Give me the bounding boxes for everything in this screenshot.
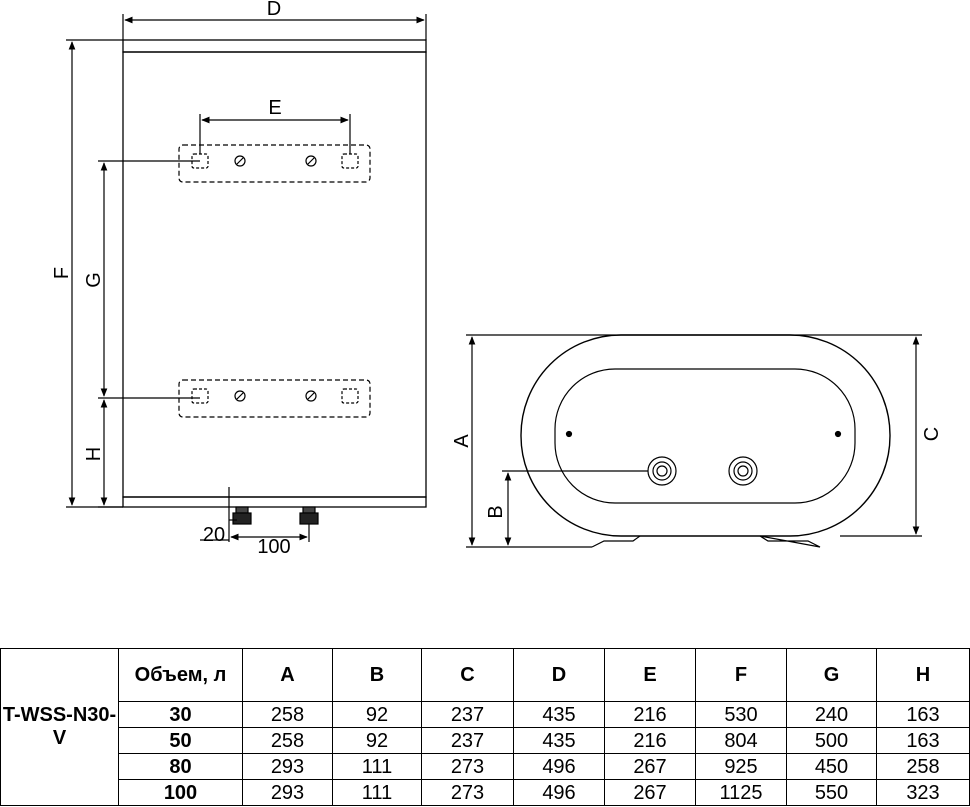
- cell: 293: [242, 753, 333, 780]
- cell: 496: [513, 779, 605, 806]
- dimension-H: [98, 399, 123, 508]
- cell: 550: [786, 779, 877, 806]
- label-E: E: [268, 97, 281, 119]
- dimension-pipe: [200, 487, 310, 542]
- header-C: C: [421, 648, 514, 702]
- cell: 1125: [695, 779, 787, 806]
- tank-outer-shell: [520, 334, 891, 537]
- cell: 804: [695, 727, 787, 754]
- label-D: D: [267, 0, 281, 20]
- cell: 323: [876, 779, 970, 806]
- table-header-row: T-WSS-N30-V Объем, л A B C D E F G H: [0, 648, 970, 806]
- dimensions-table: T-WSS-N30-V Объем, л A B C D E F G H 30 …: [0, 648, 970, 806]
- cell: 273: [421, 779, 514, 806]
- cell: 258: [242, 727, 333, 754]
- label-A: A: [451, 434, 473, 448]
- lower-mounting-bracket: [178, 379, 371, 418]
- cell: 450: [786, 753, 877, 780]
- cell-volume: 50: [118, 727, 243, 754]
- dimension-C: [705, 334, 922, 537]
- label-pipe-spacing: 100: [257, 536, 290, 558]
- cell: 435: [513, 701, 605, 728]
- cell: 237: [421, 727, 514, 754]
- dimension-A: [466, 334, 705, 548]
- tank-base: [591, 535, 821, 548]
- cell: 530: [695, 701, 787, 728]
- cell: 267: [604, 779, 696, 806]
- cell: 216: [604, 701, 696, 728]
- cell: 92: [332, 727, 422, 754]
- cell: 500: [786, 727, 877, 754]
- header-E: E: [604, 648, 696, 702]
- dimension-B: [502, 470, 648, 546]
- cell-volume: 80: [118, 753, 243, 780]
- label-pipe-offset: 20: [203, 524, 225, 546]
- table-row: 100 293 111 273 496 267 1125 550 323: [1, 779, 970, 806]
- cell: 293: [242, 779, 333, 806]
- table-row: 80 293 111 273 496 267 925 450 258: [1, 753, 970, 780]
- table-row: 50 258 92 237 435 216 804 500 163: [1, 727, 970, 754]
- label-G: G: [83, 272, 105, 288]
- cell: 163: [876, 727, 970, 754]
- model-name: T-WSS-N30-V: [0, 648, 119, 806]
- cell-volume: 30: [118, 701, 243, 728]
- label-H: H: [83, 447, 105, 461]
- header-G: G: [786, 648, 877, 702]
- tank-bottom-band: [122, 496, 427, 508]
- header-H: H: [876, 648, 970, 702]
- label-C: C: [921, 427, 943, 441]
- side-view: [466, 334, 922, 548]
- label-B: B: [485, 505, 507, 518]
- cell: 267: [604, 753, 696, 780]
- cell: 273: [421, 753, 514, 780]
- tank-top-cap: [122, 39, 427, 53]
- cell: 240: [786, 701, 877, 728]
- dimension-D: [122, 14, 427, 40]
- table-row: 30 258 92 237 435 216 530 240 163: [1, 701, 970, 728]
- cell: 435: [513, 727, 605, 754]
- header-A: A: [242, 648, 333, 702]
- cell: 163: [876, 701, 970, 728]
- pipe-connection-left: [647, 456, 677, 486]
- pipe-connection-right: [728, 456, 758, 486]
- water-pipes: [232, 506, 319, 525]
- cell: 925: [695, 753, 787, 780]
- header-volume: Объем, л: [118, 648, 243, 702]
- cell: 258: [242, 701, 333, 728]
- header-D: D: [513, 648, 605, 702]
- cell: 92: [332, 701, 422, 728]
- upper-mounting-bracket: [178, 144, 371, 183]
- technical-drawing: D E F G H 20 100: [51, 0, 943, 558]
- header-B: B: [332, 648, 422, 702]
- dimension-E: [199, 114, 351, 154]
- tank-inner-panel: [554, 368, 856, 504]
- cell: 496: [513, 753, 605, 780]
- label-F: F: [51, 267, 73, 279]
- cell: 258: [876, 753, 970, 780]
- dimension-G: [98, 160, 200, 399]
- cell: 111: [332, 779, 422, 806]
- header-F: F: [695, 648, 787, 702]
- front-view: [66, 14, 427, 542]
- cell: 111: [332, 753, 422, 780]
- cell-volume: 100: [118, 779, 243, 806]
- cell: 216: [604, 727, 696, 754]
- cell: 237: [421, 701, 514, 728]
